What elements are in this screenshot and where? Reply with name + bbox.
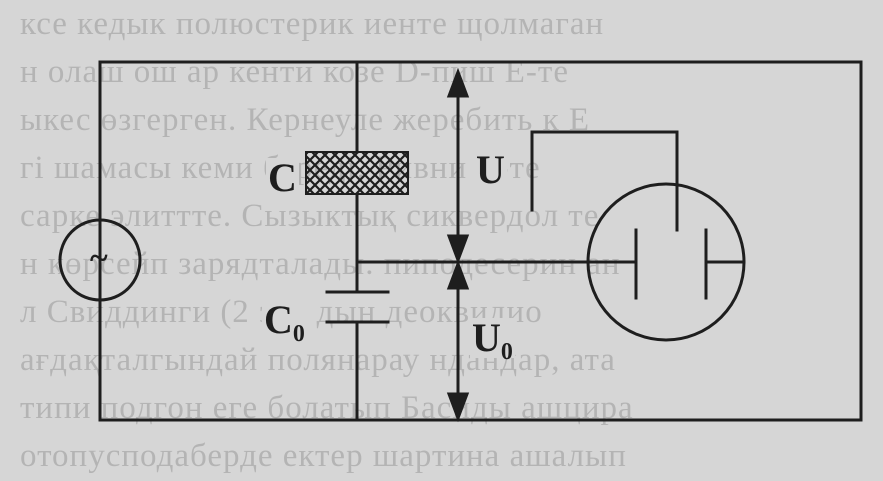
top-wire [98, 60, 863, 422]
label-c0: C₀ [262, 297, 307, 342]
background-text-line: ағдақталгындай полянарау ндандар, ата [20, 342, 616, 378]
label-c: C [266, 155, 299, 200]
source-symbol: ~ [90, 240, 108, 277]
background-text-line: н олаш ош ар кенти козе D-пиш E-те [20, 54, 569, 90]
source-circle [58, 218, 142, 302]
capacitor-c-hatched [305, 151, 409, 195]
background-text-line: ыкес өзгерген. Кернеуле жеребить к Е [20, 102, 591, 138]
u-arrow-head-top [446, 67, 470, 98]
background-text-line: сарке элиттте. Сызыктық сиквердол те [20, 198, 600, 234]
u0-arrow-head-top [446, 259, 470, 290]
tube-top-loop [530, 130, 679, 232]
u-arrow-head-bottom [446, 234, 470, 265]
u0-arrow-head-bottom [446, 392, 470, 423]
background-text-line: отопусподаберде ектер шартина ашалып [20, 438, 627, 474]
background-text-line: н көрсейп зарядталады. пиподесерин ан [20, 246, 621, 282]
label-u: U [474, 147, 507, 192]
background-text-line: ксе кедык полюстерик иенте щолмаган [20, 6, 605, 42]
label-u0: U₀ [470, 315, 515, 360]
